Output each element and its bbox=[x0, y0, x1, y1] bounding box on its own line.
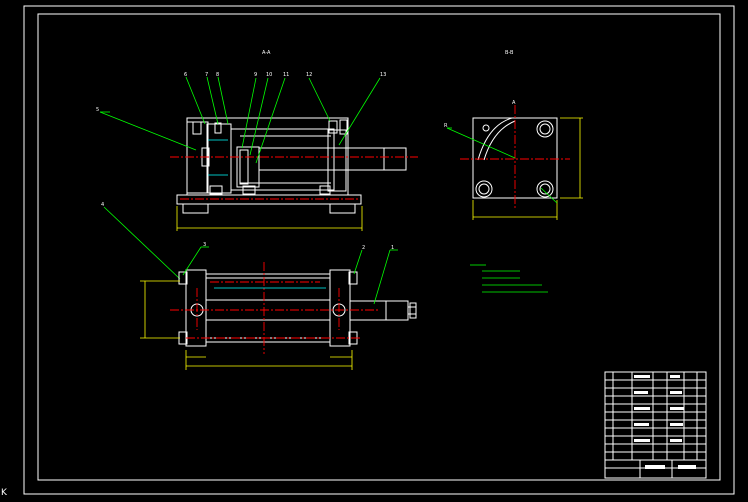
bolt-top-left bbox=[192, 121, 202, 135]
view-title-bb: B-B bbox=[505, 50, 514, 56]
svg-text:10: 10 bbox=[266, 72, 272, 78]
nut-lower-right bbox=[319, 185, 331, 195]
balloon-marks-aa: 6 7 8 9 10 11 12 13 5 4 bbox=[96, 72, 386, 208]
cylinder-barrel bbox=[230, 128, 335, 191]
title-block bbox=[604, 371, 707, 479]
svg-text:A: A bbox=[512, 100, 516, 106]
sheet-border-inner bbox=[37, 13, 721, 481]
rod-end bbox=[383, 147, 407, 171]
base-foot-right bbox=[329, 203, 356, 214]
svg-text:11: 11 bbox=[283, 72, 289, 78]
svg-text:9: 9 bbox=[254, 72, 257, 78]
bolt-top-right2 bbox=[339, 119, 348, 135]
leaders-aa bbox=[99, 76, 381, 280]
svg-text:6: 6 bbox=[184, 72, 187, 78]
svg-text:7: 7 bbox=[205, 72, 208, 78]
svg-text:4: 4 bbox=[101, 202, 104, 208]
svg-text:5: 5 bbox=[96, 107, 99, 113]
svg-text:13: 13 bbox=[380, 72, 386, 78]
top-view: 3 2 1 bbox=[140, 242, 417, 370]
side-view-bb: B-B A R bbox=[444, 50, 583, 220]
left-end-plate bbox=[206, 123, 232, 194]
base-foot-left bbox=[182, 203, 209, 214]
nut-lower-left bbox=[209, 185, 223, 195]
technical-notes bbox=[470, 264, 548, 293]
svg-text:2: 2 bbox=[362, 245, 365, 251]
svg-text:8: 8 bbox=[216, 72, 219, 78]
section-view-aa: A-A bbox=[170, 50, 418, 231]
svg-text:1: 1 bbox=[391, 245, 394, 251]
svg-text:3: 3 bbox=[203, 242, 206, 248]
nut-lower-mid bbox=[242, 185, 256, 195]
svg-text:12: 12 bbox=[306, 72, 312, 78]
base-plate bbox=[176, 194, 362, 205]
view-title-aa: A-A bbox=[262, 50, 271, 56]
left-end-block bbox=[186, 121, 209, 194]
svg-text:R: R bbox=[444, 123, 448, 129]
piston-seal bbox=[239, 149, 249, 185]
cursor-glyph: K bbox=[1, 488, 8, 498]
sheet-border-outer bbox=[23, 5, 735, 495]
right-end-cap bbox=[327, 129, 347, 192]
bolt-top-right bbox=[328, 120, 338, 134]
